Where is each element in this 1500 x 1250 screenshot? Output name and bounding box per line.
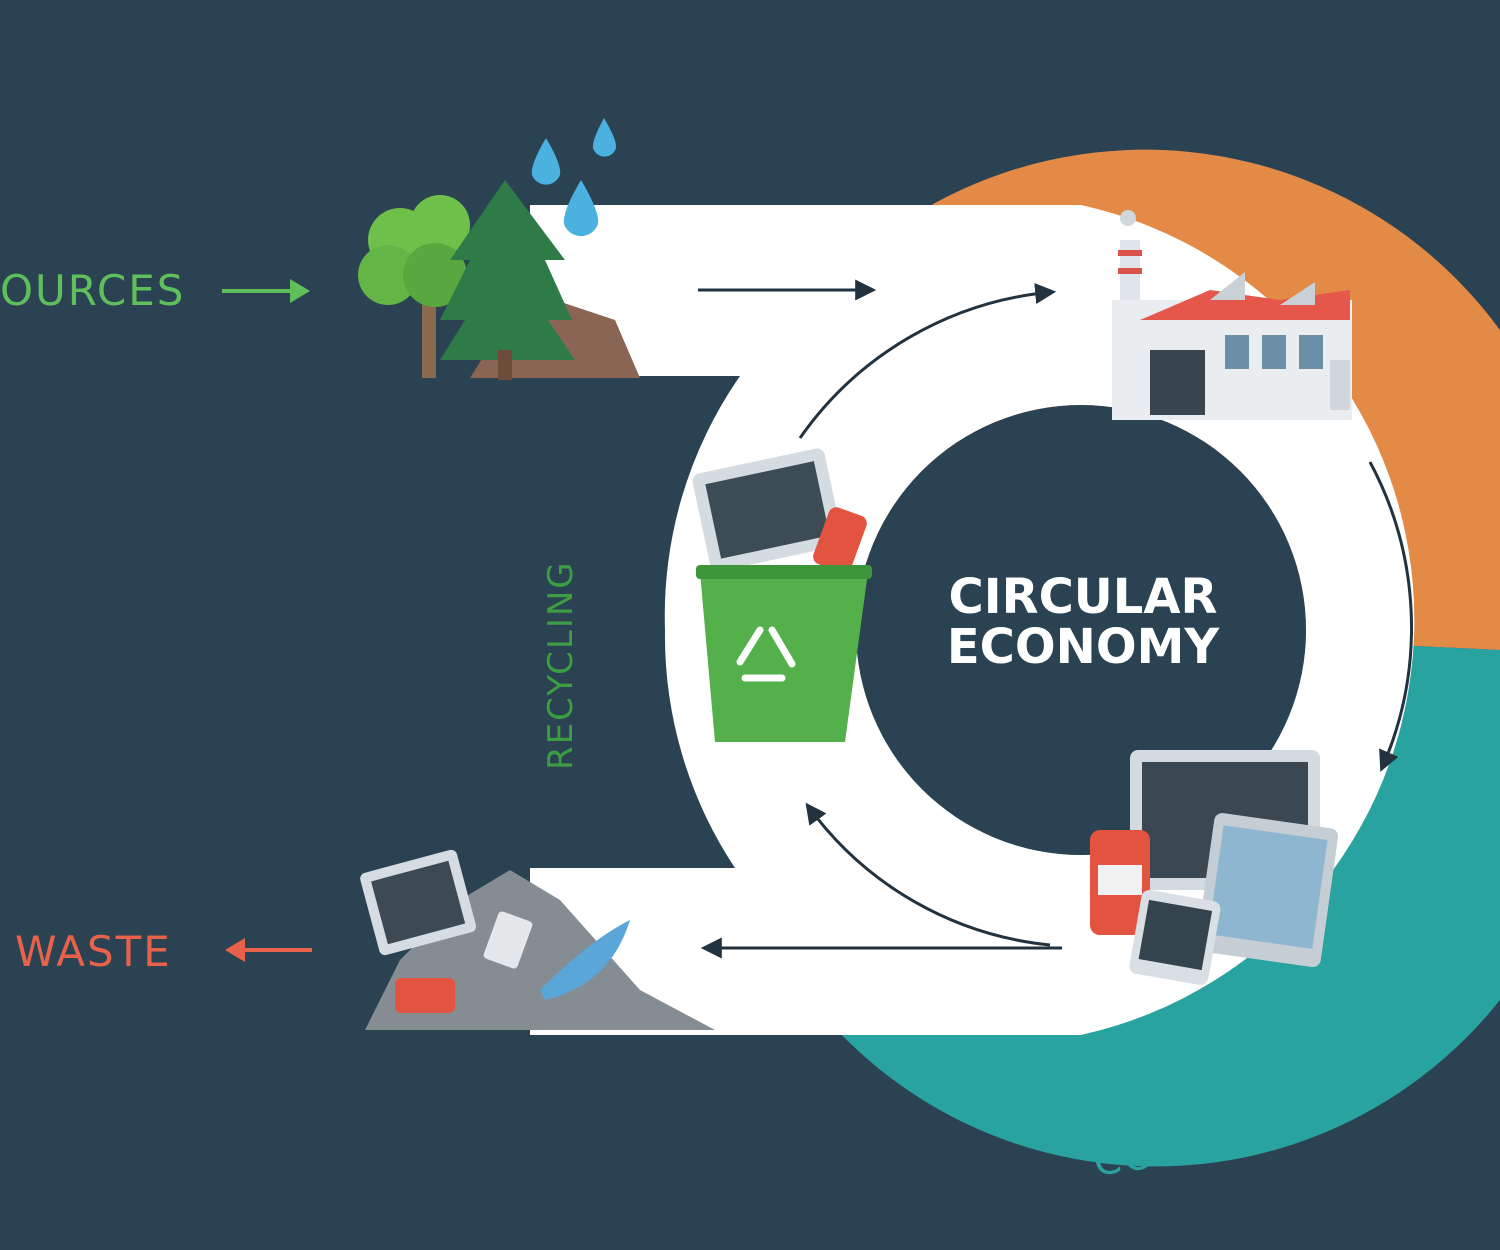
waste-pile-icon <box>360 849 715 1030</box>
water-drops-icon <box>531 118 617 237</box>
waste-label: WASTE <box>15 927 172 976</box>
flow-arrow-to-consumption <box>1368 461 1413 772</box>
recycle-bin-icon <box>692 448 872 742</box>
waste-arrow <box>225 938 312 962</box>
trees-icon <box>358 180 640 380</box>
resources-arrow <box>222 279 310 303</box>
center-title-line2: ECONOMY <box>947 619 1221 675</box>
factory-icon <box>1112 210 1352 420</box>
flow-arrow-to-recycling <box>805 802 1051 947</box>
center-title-line1: CIRCULAR <box>949 569 1218 625</box>
flow-arrow-to-manufacturing <box>798 283 1057 439</box>
recycling-label: RECYCLING <box>541 560 581 770</box>
devices-icon <box>1090 750 1339 986</box>
center-circle <box>856 405 1306 855</box>
resources-label: OURCES <box>0 266 185 315</box>
